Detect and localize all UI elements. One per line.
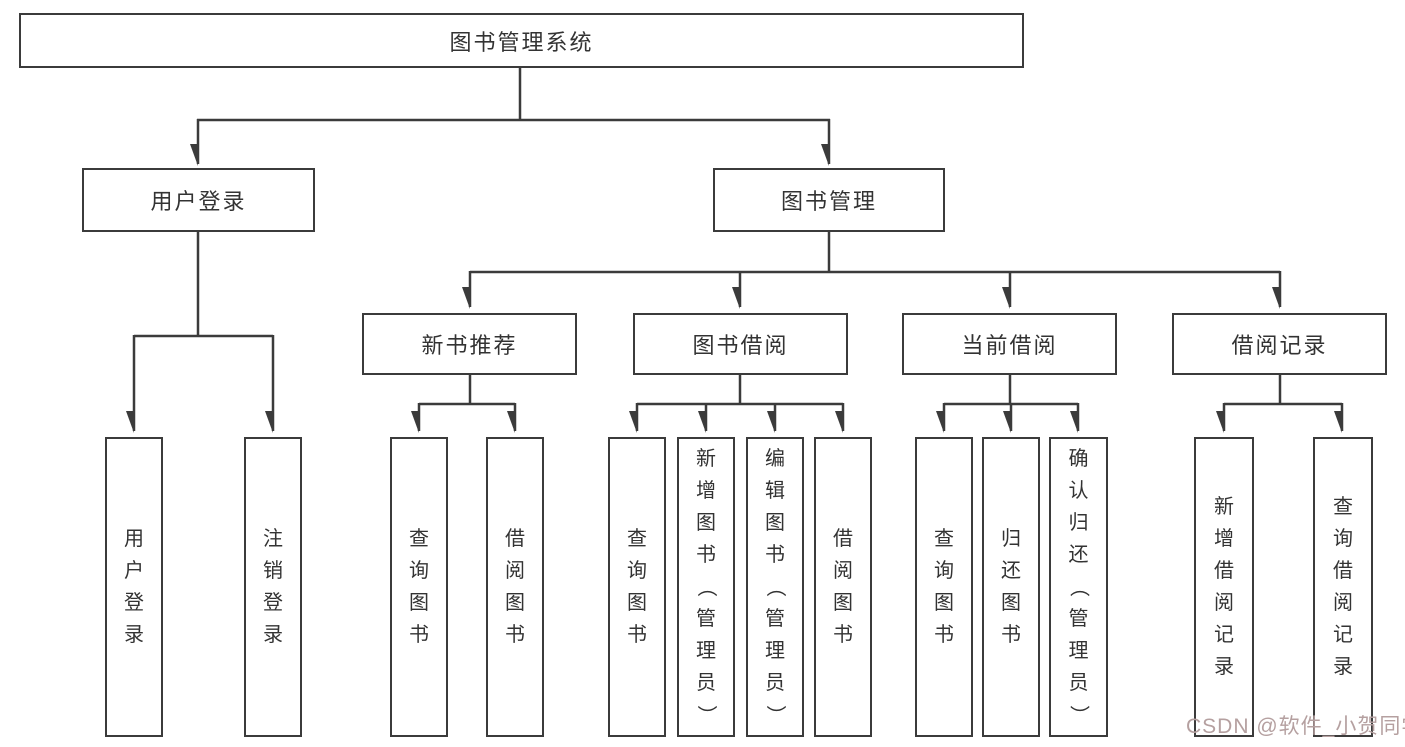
- leaf-add-books-admin: 新增图书（管理员）: [677, 437, 735, 737]
- leaf-query-books-current: 查询图书: [915, 437, 973, 737]
- leaf-edit-books-admin: 编辑图书（管理员）: [746, 437, 804, 737]
- leaf-logout: 注销登录: [244, 437, 302, 737]
- node-book-borrowing: 图书借阅: [633, 313, 848, 375]
- leaf-user-login: 用户登录: [105, 437, 163, 737]
- node-user-login: 用户登录: [82, 168, 315, 232]
- node-book-management: 图书管理: [713, 168, 945, 232]
- node-borrowing-records: 借阅记录: [1172, 313, 1387, 375]
- leaf-query-borrow-record: 查询借阅记录: [1313, 437, 1373, 737]
- leaf-add-borrow-record: 新增借阅记录: [1194, 437, 1254, 737]
- leaf-confirm-return-admin: 确认归还（管理员）: [1049, 437, 1108, 737]
- leaf-return-books: 归还图书: [982, 437, 1040, 737]
- watermark: CSDN @软件_小贺同学: [1186, 715, 1405, 738]
- node-system-root: 图书管理系统: [19, 13, 1024, 68]
- leaf-query-books-borrowing: 查询图书: [608, 437, 666, 737]
- node-current-borrowing: 当前借阅: [902, 313, 1117, 375]
- leaf-borrow-books-recommend: 借阅图书: [486, 437, 544, 737]
- leaf-borrow-books-borrowing: 借阅图书: [814, 437, 872, 737]
- node-new-book-recommend: 新书推荐: [362, 313, 577, 375]
- leaf-query-books-recommend: 查询图书: [390, 437, 448, 737]
